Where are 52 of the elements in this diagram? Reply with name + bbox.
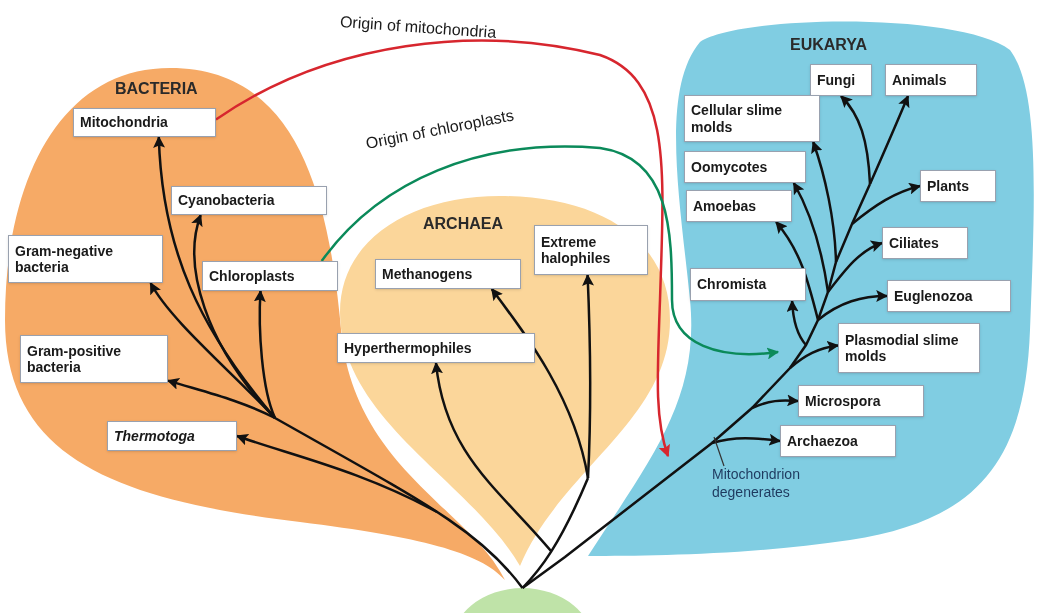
arrow (775, 221, 820, 321)
arrow (751, 394, 800, 410)
edge-label: Origin of mitochondria (339, 12, 497, 43)
arrow (851, 183, 922, 225)
arrow (817, 290, 889, 321)
taxon-label: Amoebas (686, 190, 792, 222)
taxon-label: Extreme halophiles (534, 225, 648, 275)
taxon-label: Gram-negative bacteria (8, 235, 163, 283)
taxon-label: Thermotoga (107, 421, 237, 451)
arrow (166, 378, 276, 420)
edge-label: Origin of chloroplasts (363, 105, 516, 154)
taxon-label: Gram-positive bacteria (20, 335, 168, 383)
arrow (191, 213, 276, 419)
tree-branch (521, 477, 590, 589)
arrow (711, 433, 782, 446)
taxon-label: Animals (885, 64, 977, 96)
taxon-label: Plasmodial slime molds (838, 323, 980, 373)
arrow (320, 145, 780, 360)
taxon-label: Archaezoa (780, 425, 896, 457)
taxon-label: Fungi (810, 64, 872, 96)
arrow (811, 140, 838, 263)
domain-heading: ARCHAEA (423, 214, 503, 234)
arrow (792, 181, 830, 293)
arrow (786, 299, 807, 346)
arrow (789, 341, 840, 369)
tree-branch (274, 416, 524, 589)
taxon-label: Microspora (798, 385, 924, 417)
taxon-label: Euglenozoa (887, 280, 1011, 312)
tree-branch (521, 183, 872, 589)
domain-heading: BACTERIA (115, 79, 198, 99)
arrow (840, 95, 872, 185)
annotation-text: Mitochondrion degenerates (712, 466, 801, 501)
arrow (215, 39, 671, 458)
taxon-label: Oomycotes (684, 151, 806, 183)
taxon-label: Cellular slime molds (684, 95, 820, 142)
arrow (868, 94, 910, 185)
arrow (582, 273, 595, 479)
arrow (431, 361, 552, 552)
taxon-label: Methanogens (375, 259, 521, 289)
arrow (827, 241, 884, 293)
domain-heading: EUKARYA (790, 35, 868, 55)
arrow (253, 289, 277, 419)
taxon-label: Hyperthermophiles (337, 333, 535, 363)
taxon-label: Ciliates (882, 227, 968, 259)
arrow (235, 433, 438, 514)
taxon-label: Mitochondria (73, 108, 216, 137)
taxon-label: Plants (920, 170, 996, 202)
arrow (490, 288, 590, 479)
taxon-label: Chloroplasts (202, 261, 338, 291)
taxon-label: Cyanobacteria (171, 186, 327, 215)
taxon-label: Chromista (690, 268, 806, 301)
leader-line (713, 436, 725, 467)
